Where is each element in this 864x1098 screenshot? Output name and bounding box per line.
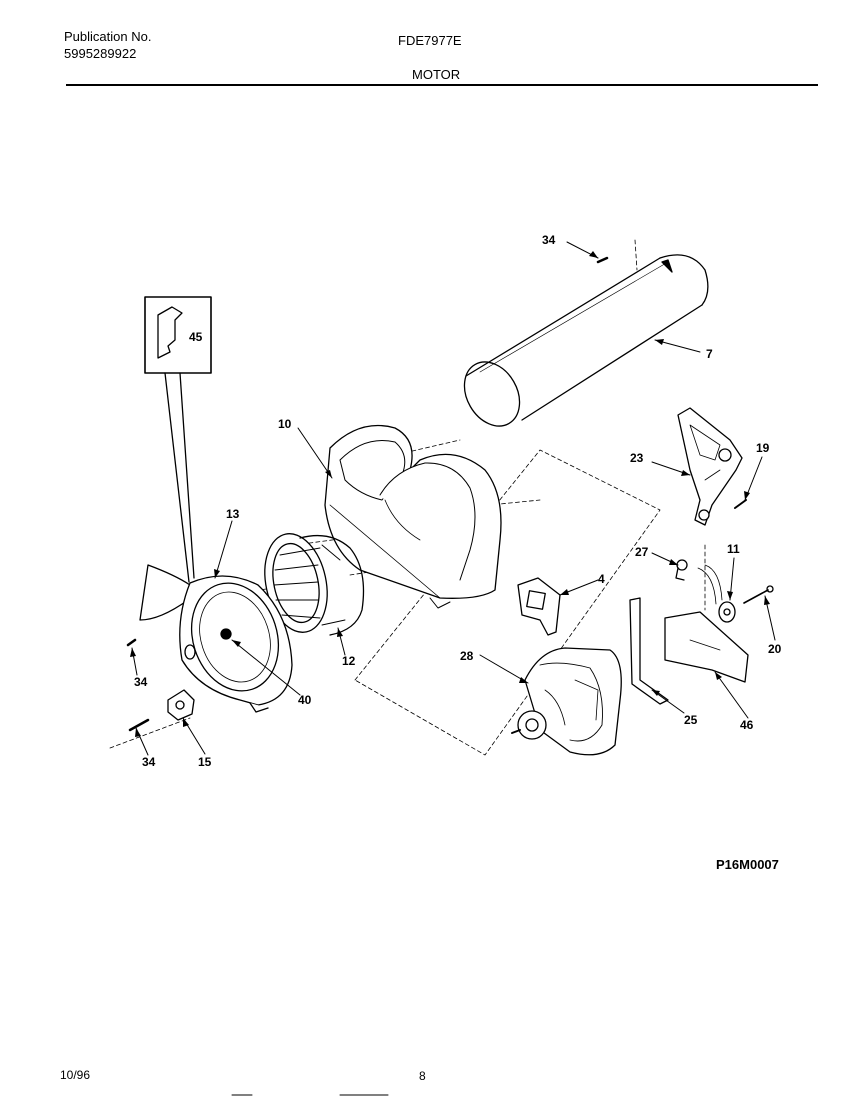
mount-plate-part-46 [664, 611, 749, 683]
publication-label: Publication No. [64, 29, 152, 44]
callout-13: 13 [226, 507, 240, 521]
callout-7: 7 [706, 347, 713, 361]
publication-number: 5995289922 [64, 46, 137, 61]
callout-34-top: 34 [542, 233, 556, 247]
motor-pad-part-4 [517, 577, 561, 636]
callout-11: 11 [727, 542, 740, 556]
callout-20: 20 [768, 642, 782, 656]
screw-part-19 [734, 499, 747, 509]
blower-wheel-part-12 [264, 533, 365, 636]
bolt-part-20 [743, 585, 774, 604]
mount-bracket-part-25 [629, 597, 669, 705]
blower-cover-part-13 [139, 564, 293, 713]
section-title: MOTOR [412, 67, 461, 82]
screw-part-34-bottom [128, 718, 150, 732]
header-rule [66, 84, 818, 86]
callout-25: 25 [684, 713, 698, 727]
idler-bracket-part-23 [677, 407, 743, 526]
callout-19: 19 [756, 441, 770, 455]
screw-part-34-left [126, 638, 137, 647]
callout-27: 27 [635, 545, 649, 559]
callout-23: 23 [630, 451, 644, 465]
callout-34-bottom: 34 [142, 755, 156, 769]
screw-part-34-top [596, 256, 609, 264]
callout-labels: 34 7 45 10 23 19 13 27 11 4 20 34 12 28 … [134, 233, 782, 769]
callout-15: 15 [198, 755, 212, 769]
belt-segment [697, 564, 723, 605]
drive-motor-part-28 [511, 647, 622, 756]
idler-pulley-part-11 [718, 601, 736, 623]
blower-housing-part-10 [324, 424, 502, 609]
callout-34-left: 34 [134, 675, 148, 689]
clip-inset-part-45 [144, 296, 212, 583]
mount-clip-part-15 [167, 689, 195, 721]
callout-40: 40 [298, 693, 312, 707]
callout-12: 12 [342, 654, 356, 668]
exhaust-duct-part-7 [463, 254, 709, 427]
page-number: 8 [419, 1069, 426, 1083]
callout-10: 10 [278, 417, 292, 431]
clip-part-27 [675, 559, 688, 581]
callout-46: 46 [740, 718, 754, 732]
footer-date: 10/96 [60, 1068, 91, 1082]
callout-45: 45 [189, 330, 203, 344]
callout-28: 28 [460, 649, 474, 663]
figure-code: P16M0007 [716, 857, 779, 872]
leader-arrowheads [130, 251, 770, 737]
model-number: FDE7977E [398, 33, 462, 48]
callout-4: 4 [598, 572, 605, 586]
